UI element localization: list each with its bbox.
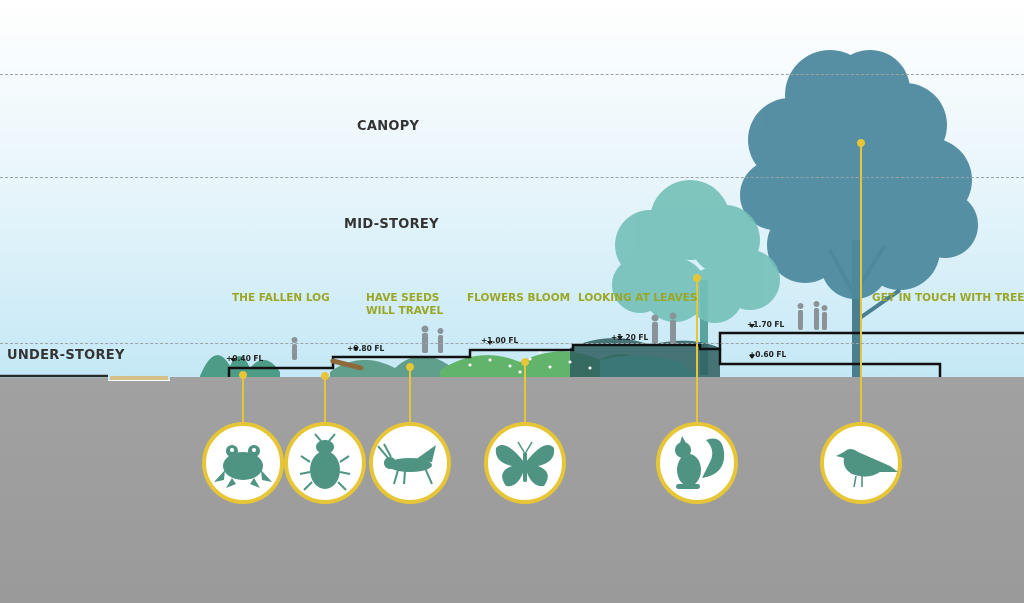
squirrel-icon	[656, 422, 738, 504]
level-170: +1.70 FL	[747, 320, 785, 329]
people-silhouettes	[291, 301, 828, 360]
paving-strip	[110, 376, 168, 380]
beetle-icon	[284, 422, 366, 504]
canopy-top-boundary	[0, 74, 1024, 75]
tree-label: GET IN TOUCH WITH TREE	[872, 292, 1024, 304]
grasshopper-icon	[369, 422, 451, 504]
mid-storey-tree	[612, 180, 780, 375]
level-080: +0.80 FL	[347, 344, 385, 353]
callout-dots	[239, 139, 865, 380]
level-100: +1.00 FL	[481, 336, 519, 345]
seeds-label-line2: WILL TRAVEL	[366, 305, 444, 317]
leaves-label: LOOKING AT LEAVES	[578, 292, 698, 304]
butterfly-icon	[484, 422, 566, 504]
mid-under-boundary	[0, 343, 1024, 344]
mid-storey-label: MID-STOREY	[344, 217, 439, 232]
seeds-label-line1: HAVE SEEDS	[366, 292, 440, 304]
level-040: +0.40 FL	[226, 354, 264, 363]
canopy-label: CANOPY	[357, 119, 420, 134]
level-120: +1.20 FL	[611, 333, 649, 342]
callout-stems	[242, 143, 862, 424]
frog-icon	[202, 422, 284, 504]
bird-icon	[820, 422, 902, 504]
level-060: +0.60 FL	[749, 350, 787, 359]
under-storey-label: UNDER-STOREY	[7, 348, 125, 363]
flowers-label: FLOWERS BLOOM	[467, 292, 571, 304]
canopy-mid-boundary	[0, 177, 1024, 178]
fallen-log-label: THE FALLEN LOG	[232, 292, 330, 304]
lower-terrace-profile	[718, 349, 942, 377]
fallen-log	[330, 358, 364, 371]
under-storey-vegetation	[200, 338, 720, 378]
